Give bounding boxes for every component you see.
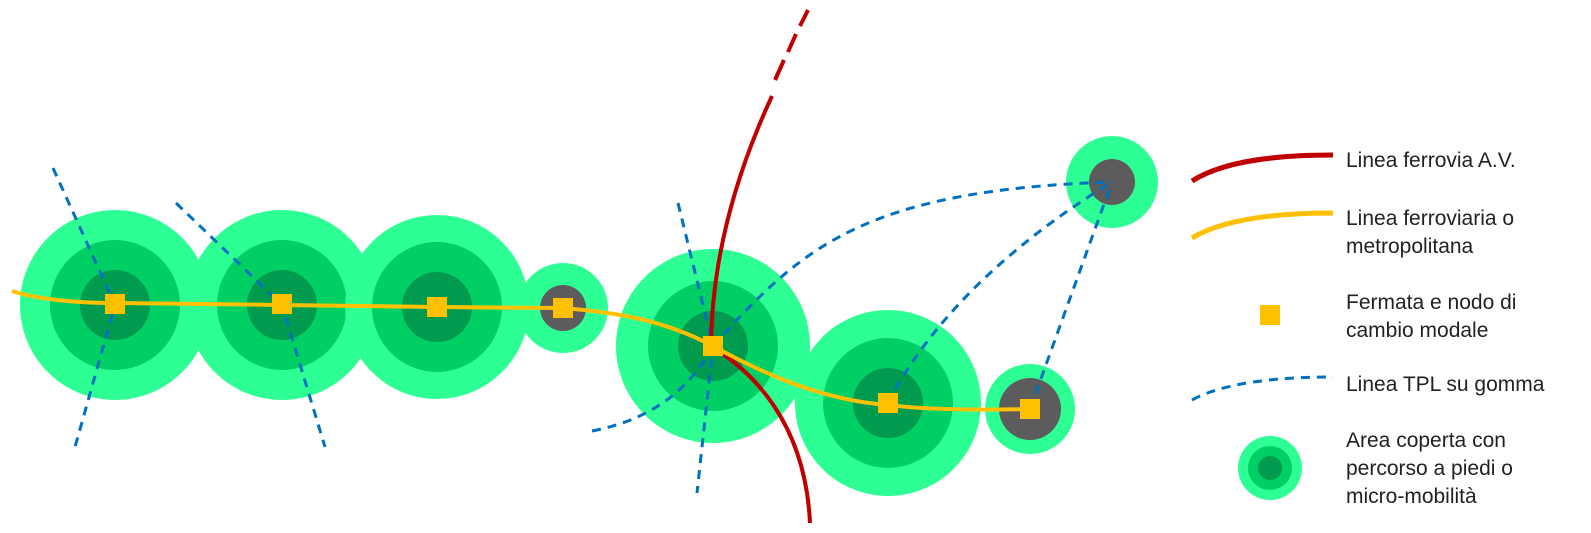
stop-node [878, 393, 898, 413]
bus-line [1028, 181, 1114, 410]
legend-label-coverage: Area coperta con percorso a piedi o micr… [1346, 429, 1513, 508]
legend-metro-icon [1190, 210, 1334, 241]
legend-label-metro: Linea ferroviaria o metropolitana [1346, 207, 1515, 258]
stop-node [105, 294, 125, 314]
coverage-areas [20, 136, 1158, 496]
legend-hv-rail-icon [1190, 152, 1334, 184]
bus-line [711, 180, 1113, 348]
legend-symbols [1190, 152, 1334, 500]
stop-node [427, 297, 447, 317]
legend-label-stop: Fermata e nodo di cambio modale [1346, 291, 1517, 342]
legend-coverage-ring-inner [1258, 456, 1282, 480]
stops [105, 294, 1040, 419]
stop-node [553, 298, 573, 318]
hv-rail-dashed-segment [773, 9, 810, 81]
stop-node [1020, 399, 1040, 419]
legend-bus-icon [1191, 375, 1334, 402]
legend-label-hv-rail: Linea ferrovia A.V. [1346, 149, 1516, 172]
legend-label-bus: Linea TPL su gomma [1346, 373, 1545, 396]
legend-coverage-icon [1238, 436, 1302, 500]
stop-node [272, 294, 292, 314]
stop-node [703, 336, 723, 356]
legend-stop-icon [1260, 305, 1280, 325]
bus-line [591, 345, 715, 433]
bus-line [886, 180, 1113, 404]
